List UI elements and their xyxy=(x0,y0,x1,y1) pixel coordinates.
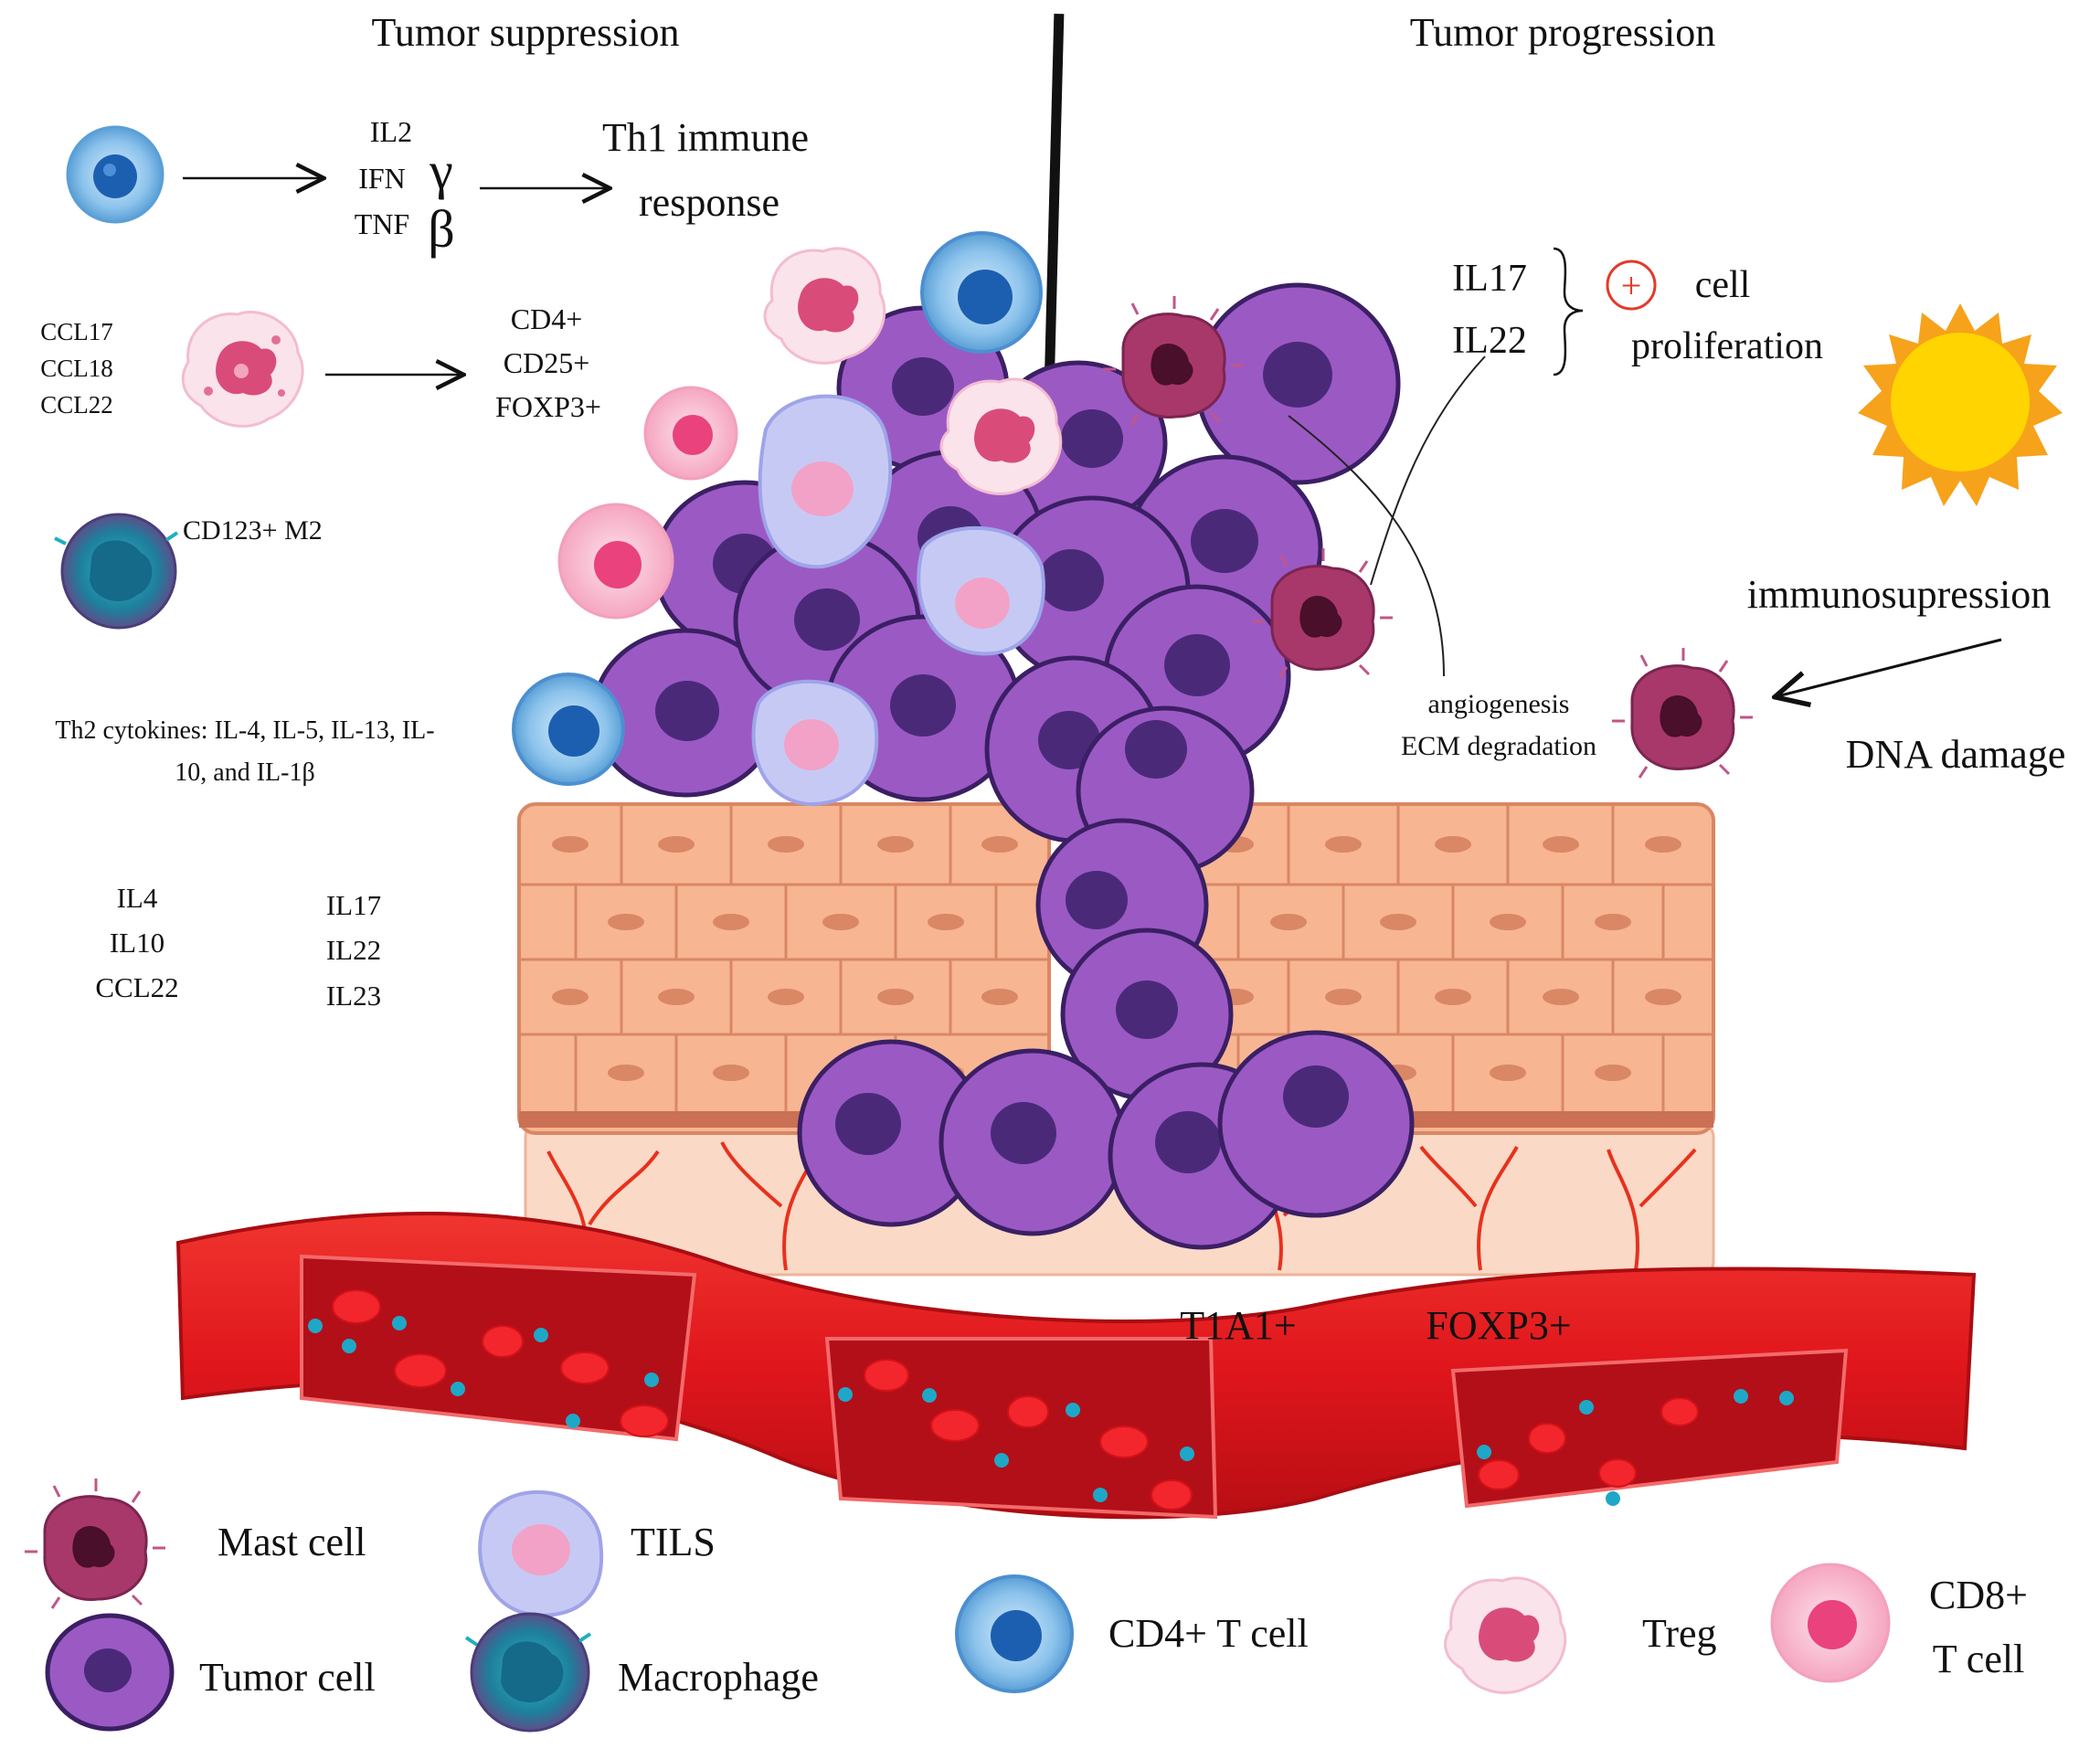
tumor-cell xyxy=(1217,1030,1415,1218)
list-a-ccl22: CCL22 xyxy=(95,971,178,1003)
label-cell: cell xyxy=(1695,264,1751,306)
label-il22: IL22 xyxy=(1452,320,1527,362)
legend-treg-icon xyxy=(1444,1576,1567,1694)
list-a-il4: IL4 xyxy=(117,882,158,914)
tumor-cell xyxy=(1060,928,1234,1101)
label-angiogenesis: angiogenesis xyxy=(1428,689,1570,719)
list-b-il23: IL23 xyxy=(326,980,381,1012)
heading-tumor-progression: Tumor progression xyxy=(1410,10,1716,55)
mast-cell xyxy=(1103,296,1244,427)
greek-beta: β xyxy=(428,199,455,259)
brace xyxy=(1553,247,1584,376)
legend-cd8-icon xyxy=(1770,1563,1891,1683)
cytokine-ifn: IFN xyxy=(358,162,406,195)
tumor-cluster xyxy=(591,282,1415,1250)
cytokine-tnf: TNF xyxy=(355,207,409,240)
arrow-to-mast-cell xyxy=(1777,638,2002,696)
tils-cell xyxy=(917,525,1045,656)
label-foxp3: FOXP3+ xyxy=(1426,1303,1571,1348)
macrophage-icon xyxy=(54,513,179,630)
label-t1a1: T1A1+ xyxy=(1180,1303,1296,1348)
tils-cell xyxy=(758,394,893,569)
tils-cell xyxy=(751,679,879,807)
th2-line1: Th2 cytokines: IL-4, IL-5, IL-13, IL- xyxy=(55,716,434,745)
marker-foxp3: FOXP3+ xyxy=(495,390,601,423)
treg-icon xyxy=(181,311,304,428)
cd4-t-cell-icon xyxy=(66,125,164,224)
macrophage-label: CD123+ M2 xyxy=(183,515,323,546)
connector-il22-mast xyxy=(1370,355,1486,586)
chemokine-ccl17: CCL17 xyxy=(40,318,113,345)
chemokine-ccl18: CCL18 xyxy=(40,355,113,382)
legend-cd8-label-line2: T cell xyxy=(1933,1637,2025,1681)
marker-cd4: CD4+ xyxy=(511,302,583,335)
legend-mast-cell-label: Mast cell xyxy=(217,1520,366,1564)
tumor-cell xyxy=(1194,282,1401,485)
label-proliferation: proliferation xyxy=(1631,325,1823,367)
legend-cd4-label: CD4+ T cell xyxy=(1108,1611,1309,1656)
cd8-t-cell xyxy=(643,386,738,481)
legend-tils-icon xyxy=(478,1489,604,1618)
tumor-cell xyxy=(939,1048,1127,1236)
th1-line2: response xyxy=(639,180,780,225)
legend: Mast cell TILS Tumor cell Macrophage CD4… xyxy=(25,1479,2028,1733)
legend-treg-label: Treg xyxy=(1642,1611,1717,1656)
cytokine-il2: IL2 xyxy=(370,115,412,148)
legend-tumor-cell-icon xyxy=(45,1613,175,1732)
plus-sign: + xyxy=(1621,265,1642,306)
blood-vessel xyxy=(175,1211,1977,1520)
treg-cell xyxy=(763,247,886,365)
label-il17: IL17 xyxy=(1452,258,1527,300)
plus-circle-icon xyxy=(1606,260,1657,311)
cd4-t-cell xyxy=(512,673,625,786)
greek-gamma: γ xyxy=(429,141,453,200)
chemokine-ccl22: CCL22 xyxy=(40,391,113,419)
list-b-il17: IL17 xyxy=(326,889,381,921)
cd8-t-cell xyxy=(557,503,674,620)
connector-angiogenesis xyxy=(1288,415,1445,677)
list-a-il10: IL10 xyxy=(110,927,164,959)
legend-mast-cell-icon xyxy=(25,1479,165,1609)
heading-tumor-suppression: Tumor suppression xyxy=(372,10,680,55)
label-immunosupression: immunosupression xyxy=(1747,572,2051,617)
marker-cd25: CD25+ xyxy=(504,346,590,379)
treg-cell xyxy=(939,377,1063,495)
label-dna-damage: DNA damage xyxy=(1846,732,2066,777)
list-b-il22: IL22 xyxy=(326,934,381,966)
legend-cd4-icon xyxy=(955,1574,1074,1693)
mast-cell xyxy=(1252,548,1393,679)
legend-cd8-label-line1: CD8+ xyxy=(1929,1573,2028,1617)
legend-macrophage-icon xyxy=(464,1612,592,1733)
th1-line1: Th1 immune xyxy=(602,115,809,160)
th2-line2: 10, and IL-1β xyxy=(175,758,314,787)
mast-cell xyxy=(1612,648,1753,779)
legend-macrophage-label: Macrophage xyxy=(618,1655,819,1700)
legend-tils-label: TILS xyxy=(631,1520,716,1564)
sun-icon xyxy=(1858,303,2063,506)
divider-line xyxy=(1044,13,1065,389)
cd4-t-cell xyxy=(920,231,1043,354)
legend-tumor-cell-label: Tumor cell xyxy=(199,1655,376,1700)
label-ecm: ECM degradation xyxy=(1401,731,1596,761)
